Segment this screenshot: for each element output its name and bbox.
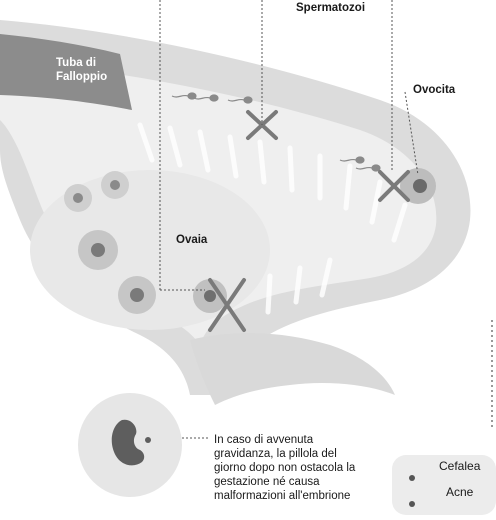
label-ovaia: Ovaia: [176, 234, 207, 246]
bullet-icon: [409, 475, 415, 481]
embryo-head-dot: [145, 437, 151, 443]
pregnancy-note: In caso di avvenuta gravidanza, la pillo…: [214, 433, 364, 503]
label-ovocita: Ovocita: [413, 84, 455, 96]
label-tuba-di-falloppio: Tuba di Falloppio: [56, 56, 136, 84]
side-effect-acne: Acne: [446, 485, 473, 499]
bullet-icon: [409, 501, 415, 507]
side-effect-cefalea: Cefalea: [439, 459, 480, 473]
uterus-tail: [190, 333, 395, 405]
label-spermatozoi: Spermatozoi: [296, 2, 365, 14]
ovocyte-nucleus: [413, 179, 427, 193]
